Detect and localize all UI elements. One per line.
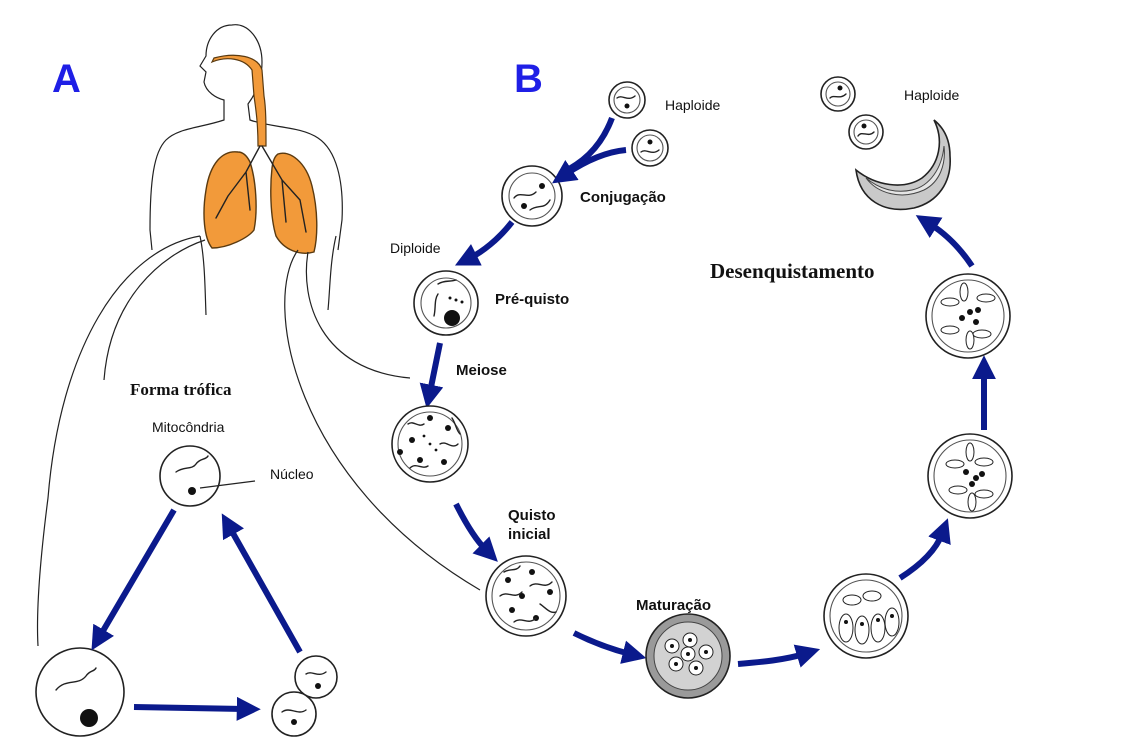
- diploide-label: Diploide: [390, 240, 441, 256]
- asexual-arrow-2: [134, 707, 244, 709]
- forma-trofica-label: Forma trófica: [130, 380, 232, 399]
- meiosis-cyst: [392, 406, 468, 482]
- conjugation-cell: [502, 166, 562, 226]
- quisto-inicial-label-2: inicial: [508, 526, 551, 543]
- haploid-cell-1: [609, 82, 645, 118]
- cyst-arrow-up-1: [900, 534, 942, 578]
- mitocondria-label: Mitocôndria: [152, 419, 225, 435]
- released-haploid-2: [849, 115, 883, 149]
- maturation-arrow: [574, 633, 630, 654]
- right-lung: [271, 153, 317, 253]
- airway: [212, 55, 266, 146]
- maturing-cyst: [646, 614, 730, 698]
- meiose-label: Meiose: [456, 362, 507, 379]
- late-cyst: [824, 574, 908, 658]
- large-trophic-cell: [36, 648, 124, 736]
- desenquistamento-label: Desenquistamento: [710, 259, 875, 283]
- trophic-form-cell: [160, 446, 255, 506]
- dividing-trophic-cells: [272, 656, 337, 736]
- asexual-arrow-1: [100, 510, 174, 636]
- mature-cyst-2: [926, 274, 1010, 358]
- late-cyst-arrow: [738, 654, 804, 664]
- early-cyst-arrow: [456, 504, 486, 550]
- panel-label-a: A: [52, 57, 81, 101]
- pre-cyst-cell: [414, 271, 478, 335]
- mature-cyst-1: [928, 434, 1012, 518]
- meiosis-arrow: [430, 343, 440, 392]
- human-torso-illustration: [150, 25, 342, 315]
- released-haploid-1: [821, 77, 855, 111]
- haploid-cell-2: [632, 130, 668, 166]
- maturacao-label: Maturação: [636, 597, 711, 614]
- pre-quisto-label: Pré-quisto: [495, 291, 569, 308]
- diploid-arrow: [470, 222, 512, 258]
- quisto-inicial-label-1: Quisto: [508, 507, 556, 524]
- early-cyst: [486, 556, 566, 636]
- conjugacao-label: Conjugação: [580, 189, 666, 206]
- excystation-arrow: [930, 224, 972, 266]
- asexual-arrow-3: [230, 528, 300, 652]
- nucleo-label: Núcleo: [270, 466, 314, 482]
- panel-label-b: B: [514, 57, 543, 101]
- haploide-label-1: Haploide: [665, 97, 720, 113]
- haploide-label-2: Haploide: [904, 87, 959, 103]
